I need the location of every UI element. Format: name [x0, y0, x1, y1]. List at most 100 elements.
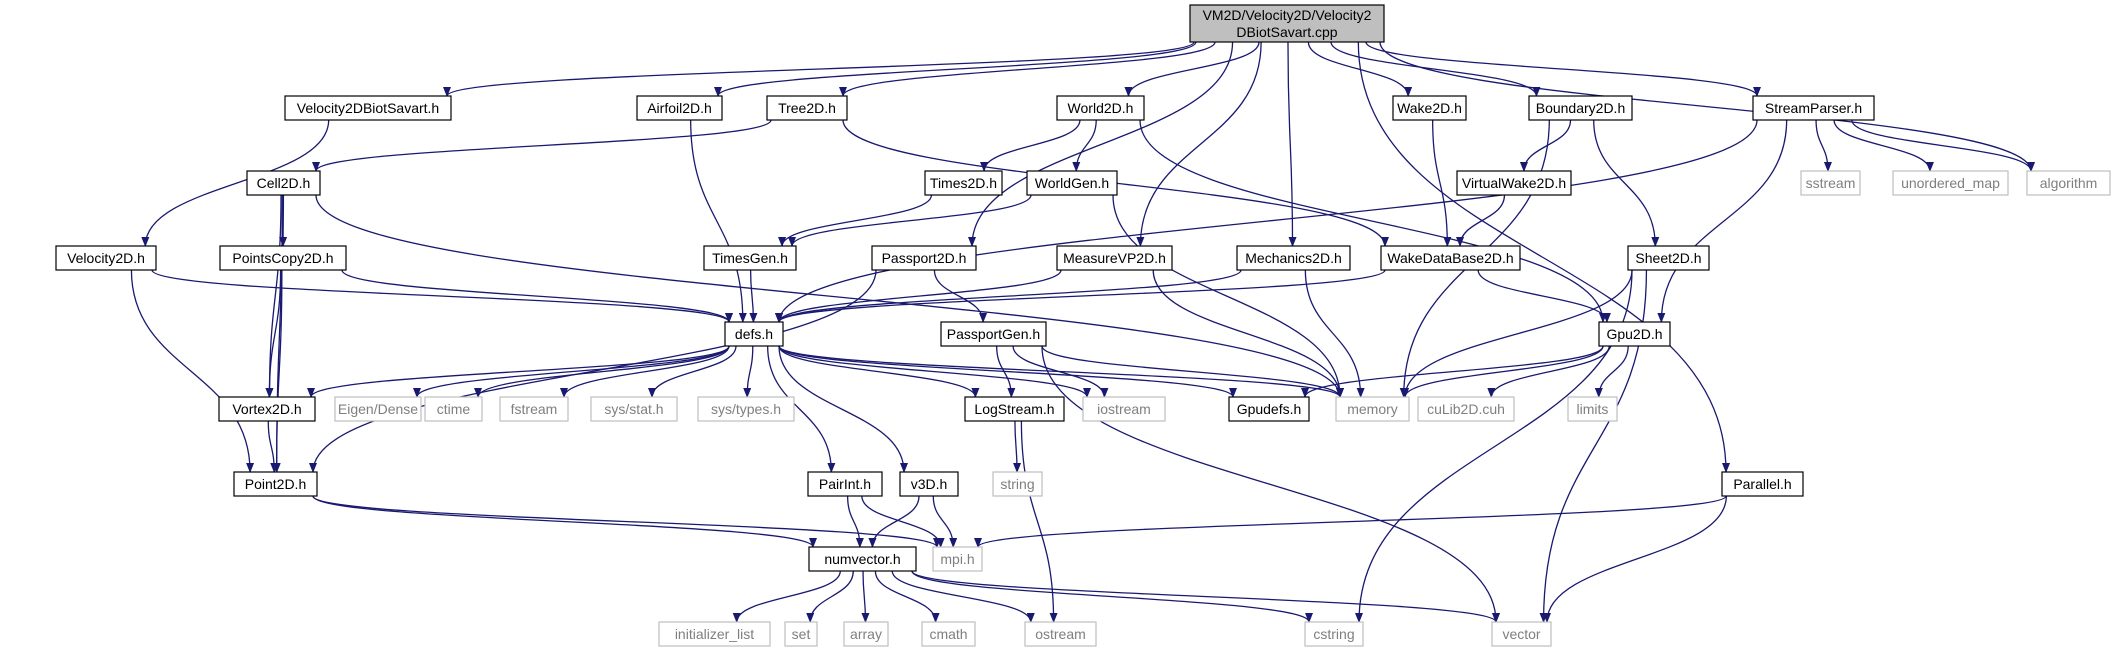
node-worldgen[interactable]: WorldGen.h — [1026, 170, 1118, 196]
edge-numvector-to-initlist — [732, 570, 841, 623]
node-gpudefs[interactable]: Gpudefs.h — [1228, 396, 1310, 422]
edge-velocity-to-point — [130, 269, 255, 473]
node-array: array — [843, 621, 889, 647]
edge-logstream-to-string — [1013, 420, 1022, 473]
node-sheet[interactable]: Sheet2D.h — [1627, 245, 1710, 271]
node-numvector[interactable]: numvector.h — [808, 546, 917, 572]
node-cmath: cmath — [921, 621, 976, 647]
edge-world-to-times — [980, 119, 1081, 172]
edge-gpu-to-limits — [1594, 345, 1629, 398]
node-box-ctime — [424, 396, 483, 422]
node-label-boundary: Boundary2D.h — [1536, 100, 1626, 116]
node-box-pairint — [807, 471, 883, 497]
edge-tree-to-cell — [312, 119, 772, 172]
node-times[interactable]: Times2D.h — [924, 170, 1003, 196]
edge-root-to-wake — [1307, 41, 1413, 97]
node-box-sstream — [1800, 170, 1861, 196]
node-boundary[interactable]: Boundary2D.h — [1528, 95, 1633, 121]
node-label-culib: cuLib2D.cuh — [1427, 401, 1505, 417]
node-ostream: ostream — [1024, 621, 1097, 647]
edge-defs-to-logstream — [778, 345, 980, 398]
edge-passportgen-to-memory — [1041, 345, 1344, 398]
edge-numvector-to-cmath — [874, 570, 940, 623]
edge-numvector-to-ostream — [891, 570, 1035, 623]
node-tree[interactable]: Tree2D.h — [766, 95, 848, 121]
node-label-wakedb: WakeDataBase2D.h — [1387, 250, 1513, 266]
node-box-tree — [766, 95, 848, 121]
edge-numvector-to-vector — [911, 570, 1500, 623]
node-box-vector — [1491, 621, 1552, 647]
node-box-iostream — [1082, 396, 1166, 422]
node-measurevp[interactable]: MeasureVP2D.h — [1056, 245, 1173, 271]
node-label-v2dbs: Velocity2DBiotSavart.h — [297, 100, 439, 116]
node-box-gpudefs — [1228, 396, 1310, 422]
edge-numvector-to-cstring — [911, 570, 1313, 623]
node-box-eigen — [334, 396, 422, 422]
node-mechanics[interactable]: Mechanics2D.h — [1236, 245, 1351, 271]
node-label-times: Times2D.h — [930, 175, 997, 191]
edge-defs-to-ctime — [474, 345, 730, 398]
edge-virtualwake-to-wakedb — [1456, 194, 1506, 247]
node-box-passportgen — [940, 321, 1047, 347]
edge-timesgen-to-defs — [749, 269, 758, 323]
node-root[interactable]: VM2D/Velocity2D/Velocity2DBiotSavart.cpp — [1189, 4, 1385, 43]
node-passport[interactable]: Passport2D.h — [871, 245, 977, 271]
edge-defs-to-iostream — [778, 345, 1091, 398]
node-label-passportgen: PassportGen.h — [947, 326, 1040, 342]
edge-defs-to-v3d — [778, 345, 908, 473]
node-box-point — [233, 471, 318, 497]
node-wake[interactable]: Wake2D.h — [1392, 95, 1467, 121]
node-box-initlist — [658, 621, 771, 647]
node-label-virtualwake: VirtualWake2D.h — [1462, 175, 1566, 191]
node-v3d[interactable]: v3D.h — [899, 471, 959, 497]
node-v2dbs[interactable]: Velocity2DBiotSavart.h — [284, 95, 452, 121]
edge-pairint-to-mpi — [861, 495, 945, 548]
node-cell[interactable]: Cell2D.h — [246, 170, 321, 196]
node-streamparser[interactable]: StreamParser.h — [1752, 95, 1875, 121]
node-label-mpi: mpi.h — [940, 551, 974, 567]
edge-world-to-worldgen — [1072, 119, 1097, 172]
node-timesgen[interactable]: TimesGen.h — [703, 245, 797, 271]
node-defs[interactable]: defs.h — [724, 321, 784, 347]
node-label-sheet: Sheet2D.h — [1635, 250, 1701, 266]
node-logstream[interactable]: LogStream.h — [964, 396, 1065, 422]
node-label-velocity: Velocity2D.h — [67, 250, 145, 266]
node-sysstat: sys/stat.h — [590, 396, 678, 422]
edge-v3d-to-mpi — [932, 495, 958, 548]
node-box-measurevp — [1056, 245, 1173, 271]
node-label-systypes: sys/types.h — [711, 401, 781, 417]
node-pointscopy[interactable]: PointsCopy2D.h — [219, 245, 347, 271]
node-label-initlist: initializer_list — [675, 626, 754, 642]
node-world[interactable]: World2D.h — [1056, 95, 1145, 121]
node-parallel[interactable]: Parallel.h — [1721, 471, 1804, 497]
node-string: string — [992, 471, 1043, 497]
edge-root-to-algorithm — [1379, 41, 2035, 172]
edge-root-to-passport — [968, 41, 1234, 247]
node-label-world: World2D.h — [1068, 100, 1134, 116]
node-label-airfoil: Airfoil2D.h — [647, 100, 712, 116]
node-box-parallel — [1721, 471, 1804, 497]
node-label-ostream: ostream — [1035, 626, 1086, 642]
edge-defs-to-sysstat — [648, 345, 737, 398]
node-passportgen[interactable]: PassportGen.h — [940, 321, 1047, 347]
node-vortex[interactable]: Vortex2D.h — [218, 396, 316, 422]
node-velocity[interactable]: Velocity2D.h — [55, 245, 157, 271]
node-gpu[interactable]: Gpu2D.h — [1598, 321, 1671, 347]
node-point[interactable]: Point2D.h — [233, 471, 318, 497]
node-box-sysstat — [590, 396, 678, 422]
node-wakedb[interactable]: WakeDataBase2D.h — [1380, 245, 1521, 271]
node-box-systypes — [697, 396, 795, 422]
edge-gpu-to-culib — [1487, 345, 1610, 398]
edge-point-to-numvector — [312, 495, 817, 548]
node-airfoil[interactable]: Airfoil2D.h — [636, 95, 723, 121]
node-label-array: array — [850, 626, 882, 642]
edge-measurevp-to-memory — [1152, 269, 1344, 398]
edge-streamparser-to-gpu — [1657, 119, 1788, 323]
node-algorithm: algorithm — [2026, 170, 2111, 196]
node-label-algorithm: algorithm — [2040, 175, 2098, 191]
node-virtualwake[interactable]: VirtualWake2D.h — [1456, 170, 1572, 196]
node-pairint[interactable]: PairInt.h — [807, 471, 883, 497]
node-vector: vector — [1491, 621, 1552, 647]
node-label-limits: limits — [1577, 401, 1609, 417]
node-label-pointscopy: PointsCopy2D.h — [232, 250, 333, 266]
